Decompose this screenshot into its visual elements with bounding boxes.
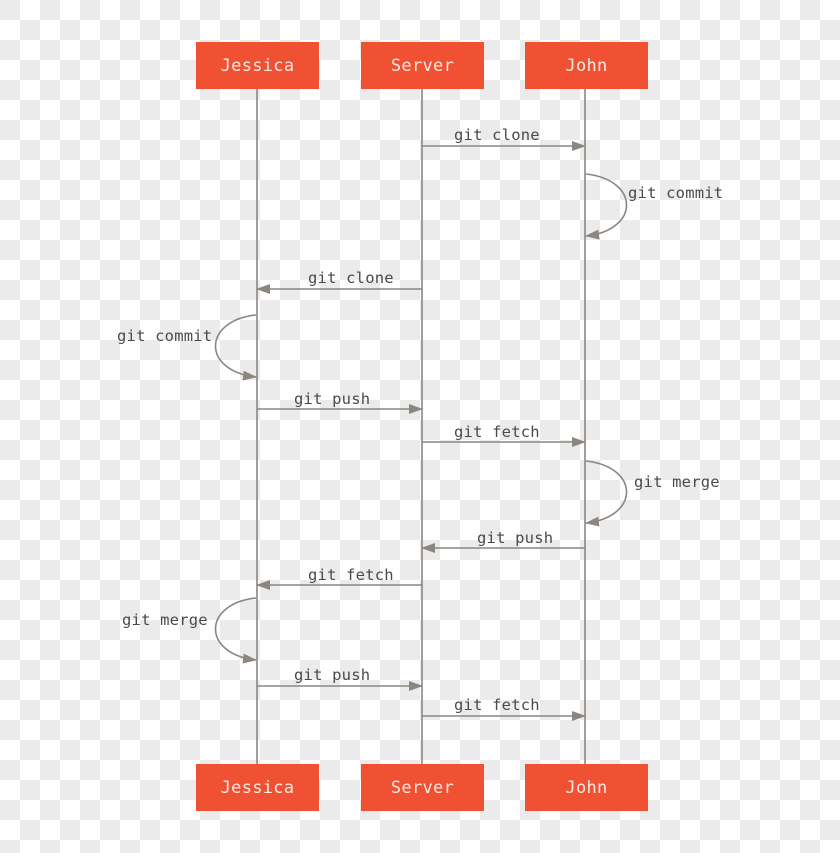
actor-john-bottom: John xyxy=(525,764,648,811)
message-label: git clone xyxy=(308,269,394,287)
loop-git-commit-jessica xyxy=(214,314,257,381)
message-label: git push xyxy=(294,666,371,684)
loop-git-merge-john xyxy=(585,460,628,527)
actor-john-top: John xyxy=(525,42,648,89)
actor-server-top: Server xyxy=(361,42,484,89)
message-label: git commit xyxy=(117,327,213,345)
actor-jessica-bottom: Jessica xyxy=(196,764,319,811)
message-label: git commit xyxy=(628,184,724,202)
message-label: git push xyxy=(477,529,554,547)
loop-git-merge-jessica xyxy=(214,597,257,664)
message-label: git fetch xyxy=(308,566,394,584)
message-label: git push xyxy=(294,390,371,408)
message-label: git clone xyxy=(454,126,540,144)
message-label: git merge xyxy=(634,473,720,491)
actor-jessica-top: Jessica xyxy=(196,42,319,89)
actor-server-bottom: Server xyxy=(361,764,484,811)
message-label: git fetch xyxy=(454,696,540,714)
message-label: git merge xyxy=(122,611,208,629)
loop-git-commit-john xyxy=(585,173,628,240)
message-label: git fetch xyxy=(454,423,540,441)
